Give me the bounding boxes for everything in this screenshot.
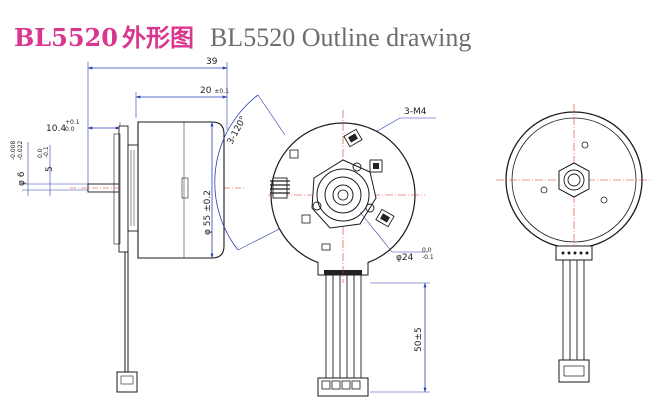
pcb-plate <box>118 125 129 253</box>
pcb-view: 3-120° 3-M4 <box>214 94 436 397</box>
dim-shaft-flat-tol-upper: 0.0 <box>37 148 44 158</box>
rear-connector <box>558 359 590 383</box>
angle-arc <box>214 94 259 251</box>
side-view: 39 20 ±0.1 10.4 +0.1 0.0 φ 6 -0.008 -0.0… <box>10 57 245 393</box>
title-model: BL5520 <box>14 23 118 52</box>
dim-shaft-length: 10.4 +0.1 0.0 <box>46 119 121 135</box>
stator-hub <box>127 144 139 232</box>
dim-overall: 39 <box>87 57 228 190</box>
dim-shaft-diameter-label: φ 6 <box>17 171 27 186</box>
boss-outer <box>316 168 370 222</box>
dim-shaft-diameter-tol-lower: -0.022 <box>17 140 24 160</box>
mount-hole <box>365 203 375 213</box>
mount-hole <box>312 201 322 211</box>
boss-diameter-tol-upper: 0.0 <box>422 247 432 254</box>
rear-shaft <box>567 173 581 187</box>
dim-diameter-label: φ 55 ±0.2 <box>203 190 213 235</box>
dim-diameter: φ 55 ±0.2 <box>203 121 214 259</box>
title-chinese: 外形图 <box>121 24 194 52</box>
dim-body: 20 ±0.1 <box>135 86 229 118</box>
dim-shaft-length-label: 10.4 <box>46 124 66 134</box>
pcb-connector <box>317 377 369 397</box>
holes-label: 3-M4 <box>404 107 427 117</box>
title-english: BL5520 Outline drawing <box>209 23 472 52</box>
rotor-cup <box>137 121 225 259</box>
side-connector <box>116 371 138 393</box>
cable-length-label: 50±5 <box>414 327 424 352</box>
dim-shaft-flat-label: 5 <box>45 166 55 172</box>
dim-shaft-length-tol-lower: 0.0 <box>65 126 75 133</box>
rear-cable <box>562 260 585 360</box>
boss-diameter-label: φ24 <box>396 253 414 263</box>
dim-cable-length: 50±5 <box>370 282 430 393</box>
mount-hole <box>352 162 362 172</box>
angle-label: 3-120° <box>226 115 249 147</box>
dim-shaft-flat: 5 0.0 -0.1 <box>37 145 55 196</box>
bearing <box>332 184 354 206</box>
dim-shaft-diameter-tol-upper: -0.008 <box>10 140 17 160</box>
dim-overall-label: 39 <box>206 57 218 67</box>
rear-view <box>496 104 652 383</box>
dim-body-label: 20 ±0.1 <box>200 86 229 96</box>
dim-shaft-flat-tol-lower: -0.1 <box>43 146 50 158</box>
boss-diameter-tol-lower: -0.1 <box>422 254 434 261</box>
ribbon-cable <box>325 275 362 378</box>
rear-hub-hex <box>558 162 590 198</box>
dim-shaft-diameter: φ 6 -0.008 -0.022 <box>10 140 100 196</box>
dim-shaft-length-tol-upper: +0.1 <box>65 119 80 126</box>
